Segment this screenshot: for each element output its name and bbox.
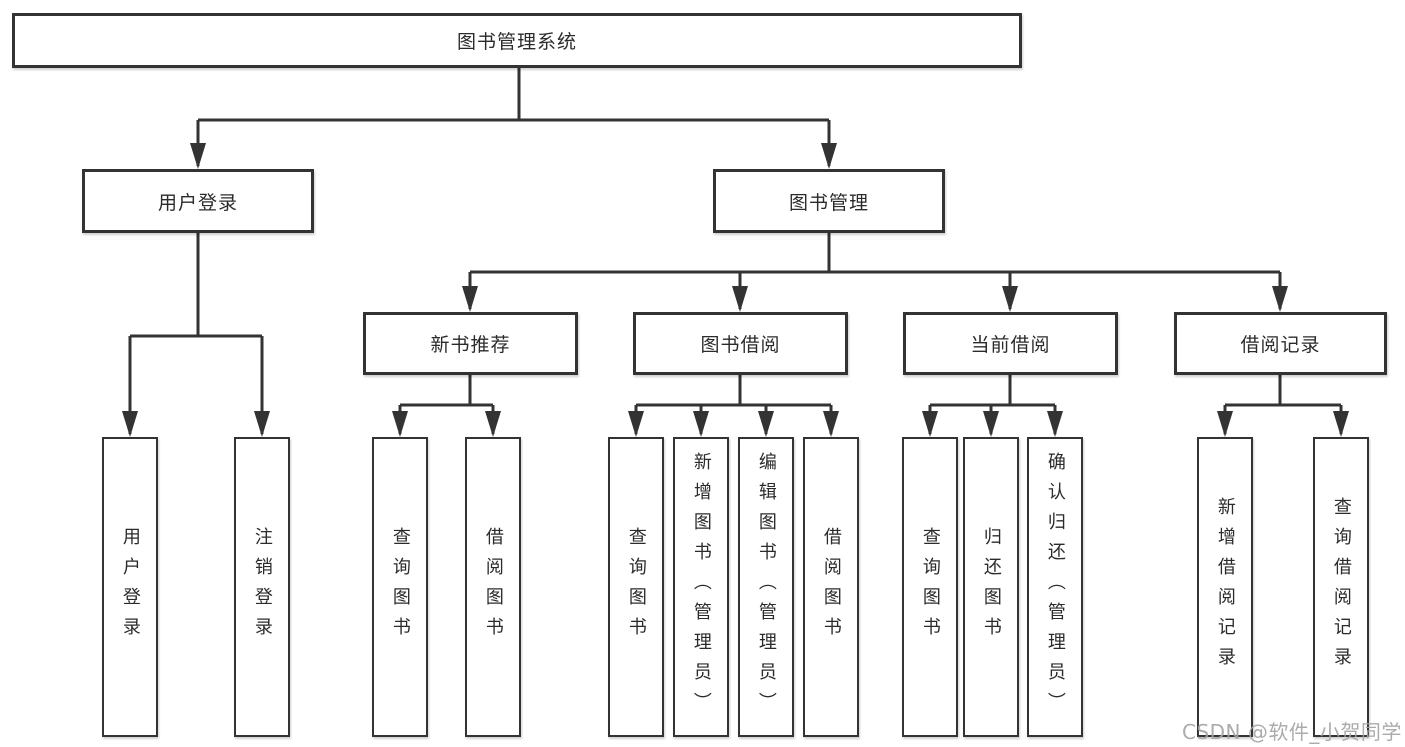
node-label: 借阅图书 <box>820 527 842 647</box>
node-label: 查询图书 <box>919 527 941 647</box>
leaf-user-login: 用户登录 <box>102 437 158 737</box>
node-label: 新书推荐 <box>430 334 511 356</box>
node-label: 查询图书 <box>389 527 411 647</box>
leaf-return-book: 归还图书 <box>963 437 1019 737</box>
connector-paths <box>128 66 1343 434</box>
node-label: 注销登录 <box>251 527 273 647</box>
leaf-confirm-return-admin: 确认归还（管理员） <box>1027 437 1083 737</box>
leaf-borrow-books-recommend: 借阅图书 <box>465 437 521 737</box>
leaf-query-borrow-record: 查询借阅记录 <box>1313 437 1369 737</box>
node-label: 图书管理系统 <box>456 31 577 53</box>
node-label: 新增图书（管理员） <box>690 452 712 722</box>
node-label: 图书管理 <box>788 191 869 214</box>
node-library-management-system: 图书管理系统 <box>12 13 1022 68</box>
node-user-login: 用户登录 <box>82 169 314 233</box>
node-label: 查询图书 <box>625 527 647 647</box>
leaf-query-books-current: 查询图书 <box>902 437 958 737</box>
node-label: 借阅记录 <box>1240 334 1321 356</box>
node-label: 借阅图书 <box>482 527 504 647</box>
node-label: 用户登录 <box>157 191 238 214</box>
node-label: 归还图书 <box>980 527 1002 647</box>
leaf-query-books-recommend: 查询图书 <box>372 437 428 737</box>
node-book-borrowing: 图书借阅 <box>633 312 848 375</box>
leaf-add-book-admin: 新增图书（管理员） <box>673 437 729 737</box>
leaf-add-borrow-record: 新增借阅记录 <box>1197 437 1253 737</box>
node-label: 用户登录 <box>119 527 141 647</box>
node-label: 确认归还（管理员） <box>1044 452 1066 722</box>
node-borrowing-records: 借阅记录 <box>1174 312 1387 375</box>
node-label: 图书借阅 <box>700 334 781 356</box>
node-current-borrowing: 当前借阅 <box>903 312 1118 375</box>
node-new-book-recommend: 新书推荐 <box>363 312 578 375</box>
leaf-logout: 注销登录 <box>234 437 290 737</box>
leaf-query-books-borrowing: 查询图书 <box>608 437 664 737</box>
csdn-watermark: CSDN @软件_小贺同学 <box>1182 720 1402 744</box>
leaf-borrow-books-borrowing: 借阅图书 <box>803 437 859 737</box>
leaf-edit-book-admin: 编辑图书（管理员） <box>738 437 794 737</box>
node-label: 当前借阅 <box>970 334 1051 356</box>
node-book-management: 图书管理 <box>713 169 945 233</box>
node-label: 查询借阅记录 <box>1330 497 1352 677</box>
arrowheads <box>122 143 1349 437</box>
node-label: 编辑图书（管理员） <box>755 452 777 722</box>
node-label: 新增借阅记录 <box>1214 497 1236 677</box>
